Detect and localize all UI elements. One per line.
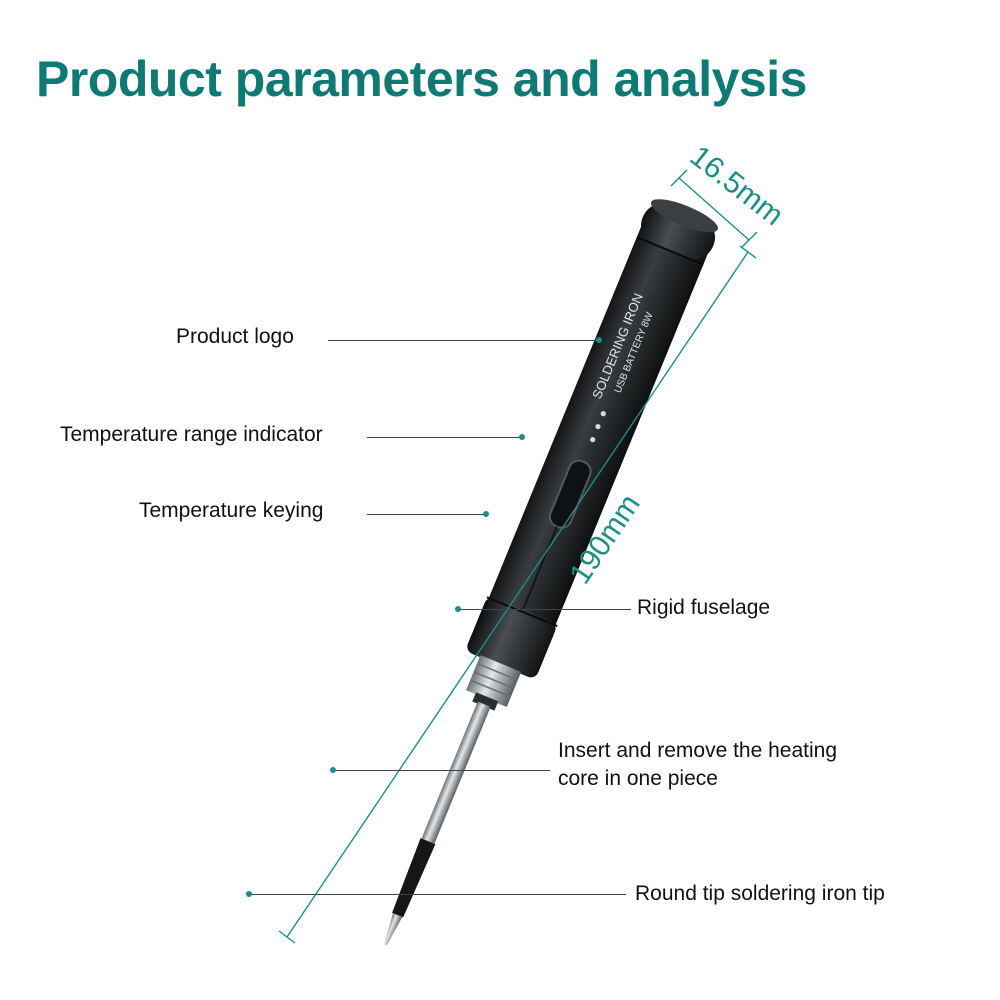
callout-line-rigid-fuselage — [461, 609, 631, 610]
pen-body — [485, 220, 709, 639]
callout-line-heating-core — [336, 770, 550, 771]
callout-line-temperature-keying — [367, 514, 483, 515]
callout-dot-temperature-keying — [483, 511, 489, 517]
indicator-led-2 — [595, 424, 601, 430]
tip-sleeve — [392, 838, 436, 918]
callout-dot-product-logo — [596, 337, 602, 343]
callout-dot-temperature-indicator — [519, 434, 525, 440]
callout-line-product-logo — [328, 340, 596, 341]
callout-round-tip: Round tip soldering iron tip — [635, 882, 885, 905]
callout-temperature-keying: Temperature keying — [139, 499, 324, 522]
indicator-led-3 — [590, 437, 596, 443]
callout-dot-rigid-fuselage — [455, 606, 461, 612]
solder-tip — [384, 913, 403, 946]
page-title: Product parameters and analysis — [36, 51, 807, 107]
callout-heating-core-line1: Insert and remove the heating — [558, 739, 838, 762]
temperature-button-icon — [548, 459, 592, 529]
callout-line-temperature-indicator — [367, 437, 519, 438]
callout-temperature-indicator: Temperature range indicator — [60, 423, 323, 446]
indicator-led-1 — [600, 411, 606, 417]
callout-dot-round-tip — [246, 891, 252, 897]
callout-heating-core-line2: core in one piece — [558, 767, 718, 790]
callout-dot-heating-core — [330, 767, 336, 773]
heating-core-shaft — [421, 701, 491, 844]
callout-line-round-tip — [252, 894, 626, 895]
callout-product-logo: Product logo — [176, 325, 294, 348]
callout-rigid-fuselage: Rigid fuselage — [637, 596, 771, 619]
front-collar — [467, 597, 556, 678]
